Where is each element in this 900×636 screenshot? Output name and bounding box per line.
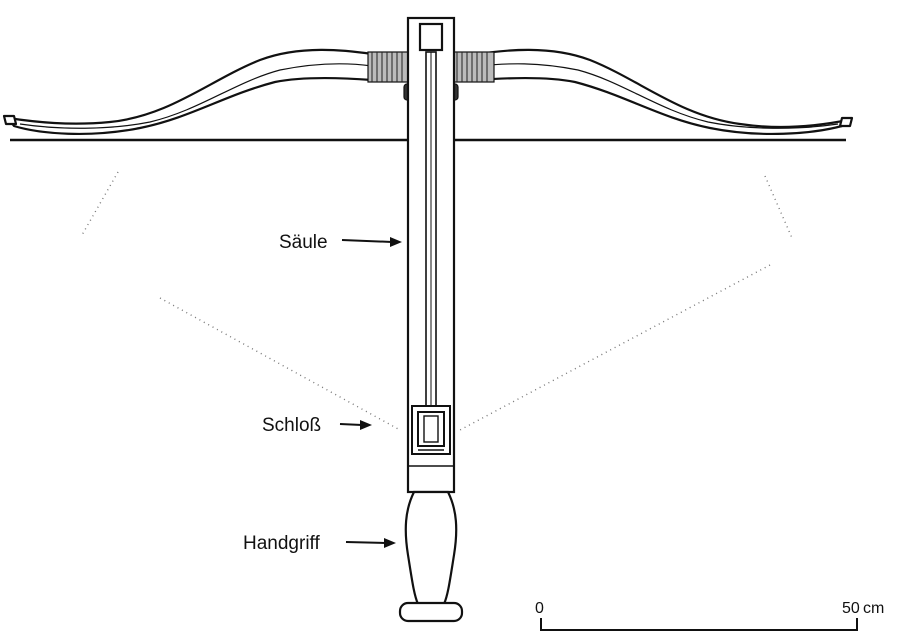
scale-start-label: 0 [535,600,544,617]
label-schloss: Schloß [262,415,321,436]
lock-mechanism [411,405,451,455]
draw-trace-lines [81,171,793,431]
bow-left-limb [6,48,374,136]
scale-end-label: 50 [842,600,860,617]
bow-right-limb [476,48,850,136]
scale-unit-label: cm [863,600,884,617]
label-handgriff: Handgriff [243,533,320,554]
scale-bar: 0 50 cm [535,600,884,631]
handgrip [398,490,464,623]
label-saeule: Säule [279,232,328,253]
label-arrows [339,237,402,548]
